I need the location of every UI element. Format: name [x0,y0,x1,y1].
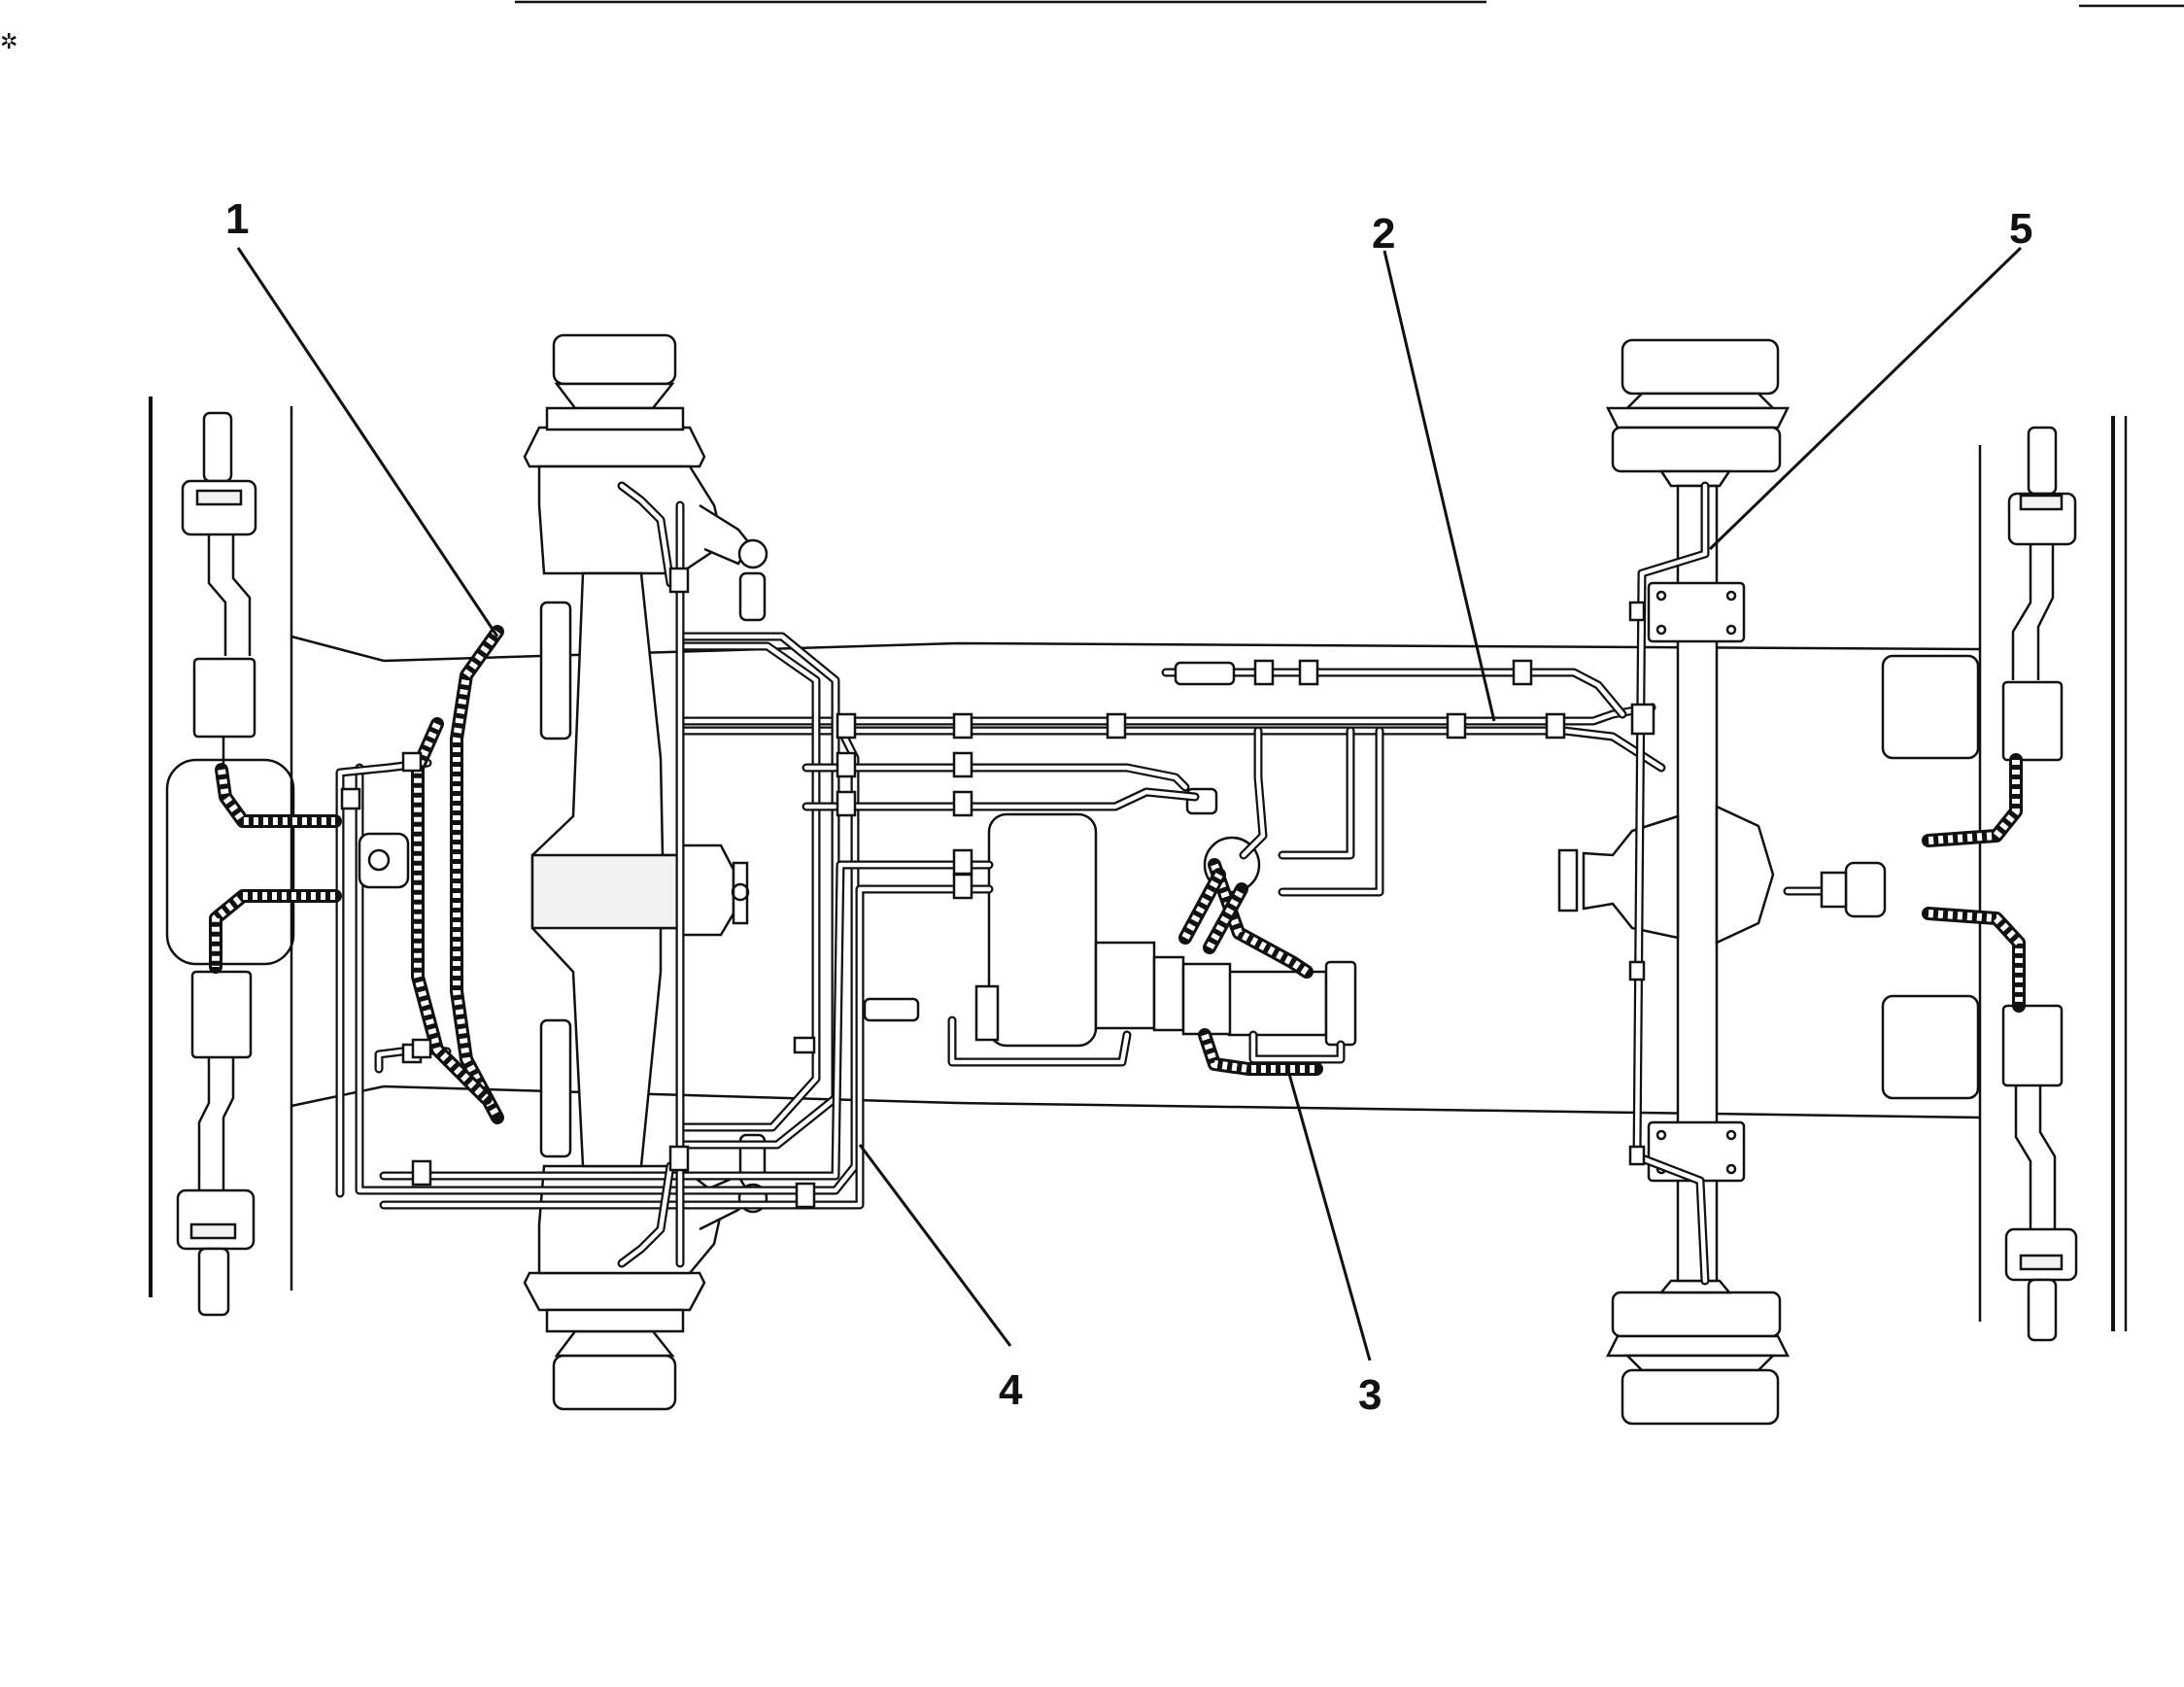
left-lower-cylinder [176,970,256,1317]
left-upper-cylinder [181,411,257,768]
leader-1 [236,247,499,637]
brake-pipe-network [335,481,1870,1286]
callout-4: 4 [999,1366,1023,1414]
fittings [340,567,1887,1209]
callout-3: 3 [1358,1371,1382,1419]
leader-5 [1708,246,2023,551]
svg-text:✲: ✲ [0,30,17,54]
callout-1: 1 [225,195,249,243]
callout-2: 2 [1372,210,1395,258]
right-upper-cylinder [2001,426,2077,762]
leader-4 [858,1144,1012,1347]
callout-labels: 1 2 3 4 5 [225,195,2032,1419]
chassis-frame [149,396,2128,1331]
air-tank-assembly [974,787,1357,1048]
leader-2 [1382,250,1496,722]
scan-border: ✲ [0,0,2184,54]
callout-leaders [236,246,2023,1361]
flex-hoses [209,625,2026,1124]
right-lower-cylinder [2001,1004,2078,1342]
callout-5: 5 [2009,205,2032,253]
leader-3 [1285,1066,1372,1361]
rear-axle [1557,338,1791,1426]
